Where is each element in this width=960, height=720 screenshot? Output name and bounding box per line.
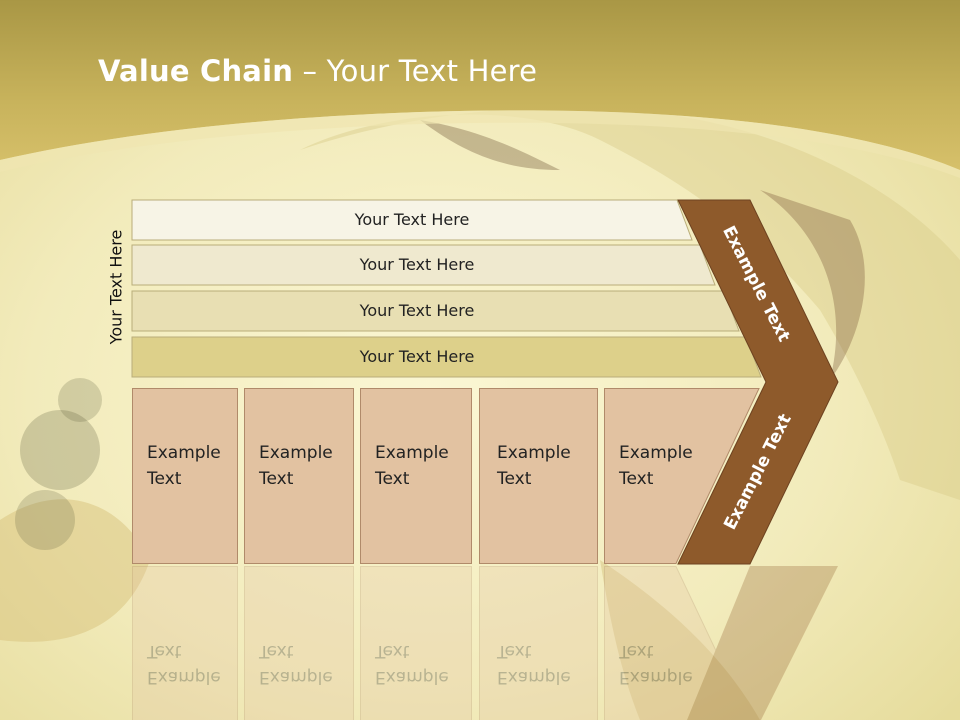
support-row-1-label: Your Text Here [354, 210, 470, 229]
support-row-4-label: Your Text Here [359, 347, 475, 366]
side-label-text: Your Text Here [106, 229, 126, 345]
support-row-3-label: Your Text Here [359, 301, 475, 320]
support-row-2-label: Your Text Here [359, 255, 475, 274]
title-rest: – Your Text Here [293, 54, 538, 88]
page-title: Value Chain – Your Text Here [98, 54, 537, 88]
title-bold: Value Chain [98, 54, 294, 88]
